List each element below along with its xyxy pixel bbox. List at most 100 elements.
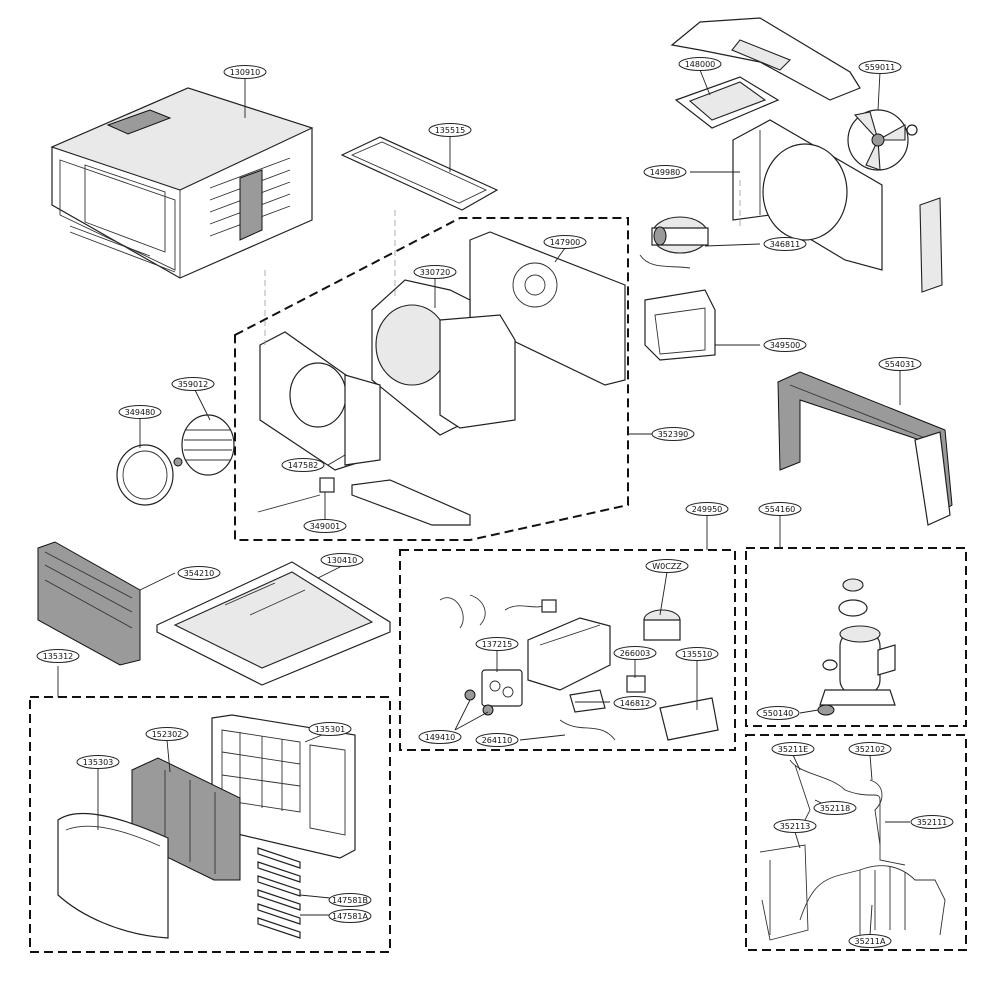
callout-oval [675,647,719,661]
callout-35211e: 35211E [771,742,815,756]
fan-shroud [732,119,943,293]
callout-135301: 135301 [308,722,352,736]
callout-554031: 554031 [878,357,922,371]
part-number-label: 264110 [482,736,513,745]
part-number-label: 349001 [310,522,341,531]
callout-346811: 346811 [763,237,807,251]
callout-oval [177,566,221,580]
callout-349001: 349001 [303,519,347,533]
motor-bracket [644,289,716,361]
part-number-label: 130910 [230,68,261,77]
part-number-label: 149410 [425,733,456,742]
callout-352111: 352111 [910,815,954,829]
callout-oval [758,502,802,516]
callout-135303: 135303 [76,755,120,769]
callout-130910: 130910 [223,65,267,79]
electrical-parts [439,594,719,741]
callout-354210: 354210 [177,566,221,580]
callout-349480: 349480 [118,405,162,419]
callout-149410: 149410 [418,730,462,744]
part-number-label: 137215 [482,640,513,649]
part-number-label: 352390 [658,430,689,439]
piping-box-outline [745,734,967,951]
part-number-label: 554160 [765,505,796,514]
callout-oval [813,801,857,815]
callout-oval [308,722,352,736]
part-number-label: 359012 [178,380,209,389]
part-number-label: 550140 [763,709,794,718]
callout-oval [678,57,722,71]
callout-w0czz: W0CZZ [645,559,689,573]
callout-oval [303,519,347,533]
part-number-label: 330720 [420,268,451,277]
part-number-label: 352102 [855,745,886,754]
callout-oval [475,733,519,747]
part-number-label: 266003 [620,649,651,658]
callout-oval [36,649,80,663]
callout-550140: 550140 [756,706,800,720]
callout-249950: 249950 [685,502,729,516]
callout-oval [320,553,364,567]
callout-oval [773,819,817,833]
part-number-label: 149980 [650,168,681,177]
part-number-label: 135301 [315,725,346,734]
callout-oval [651,427,695,441]
fan-motor [639,216,709,269]
callout-oval [413,265,457,279]
base-pan [156,561,391,686]
part-number-label: 135312 [43,652,74,661]
callout-oval [756,706,800,720]
callout-oval [543,235,587,249]
callout-oval [858,60,902,74]
callout-oval [223,65,267,79]
callout-oval [428,123,472,137]
callout-147581b: 147581B [328,893,372,907]
callout-135510: 135510 [675,647,719,661]
refrigerant-piping [759,759,946,941]
callout-135312: 135312 [36,649,80,663]
callout-148000: 148000 [678,57,722,71]
top-cover-assembly [670,17,861,129]
callout-oval [878,357,922,371]
callout-oval [418,730,462,744]
callout-264110: 264110 [475,733,519,747]
indoor-assembly-outline [234,217,629,541]
louver-set [257,847,301,939]
top-cover-plate [340,136,499,211]
part-number-label: 135515 [435,126,466,135]
callout-352390: 352390 [651,427,695,441]
part-number-label: 35211A [855,937,886,946]
compressor-box-outline [745,547,967,727]
callout-359012: 359012 [171,377,215,391]
callout-135515: 135515 [428,123,472,137]
callout-oval [763,338,807,352]
callout-oval [328,893,372,907]
callout-266003: 266003 [613,646,657,660]
callout-oval [613,646,657,660]
part-number-label: 346811 [770,240,801,249]
part-number-label: 352118 [820,804,851,813]
part-number-label: 554031 [885,360,916,369]
callout-147581a: 147581A [328,909,372,923]
part-number-label: 147581A [332,912,369,921]
part-number-label: 146812 [620,699,651,708]
callout-oval [643,165,687,179]
part-number-label: 35211E [778,745,809,754]
electrical-box-outline [399,549,736,751]
callout-559011: 559011 [858,60,902,74]
callout-oval [118,405,162,419]
callout-oval [76,755,120,769]
part-number-label: 148000 [685,60,716,69]
indoor-assembly [257,231,626,526]
callout-352102: 352102 [848,742,892,756]
part-number-label: 147582 [288,461,319,470]
callout-oval [281,458,325,472]
part-number-label: 349480 [125,408,156,417]
callout-147582: 147582 [281,458,325,472]
part-number-label: 152302 [152,730,183,739]
part-number-label: 559011 [865,63,896,72]
part-number-label: 135510 [682,650,713,659]
part-number-label: 135303 [83,758,114,767]
part-number-label: 130410 [327,556,358,565]
